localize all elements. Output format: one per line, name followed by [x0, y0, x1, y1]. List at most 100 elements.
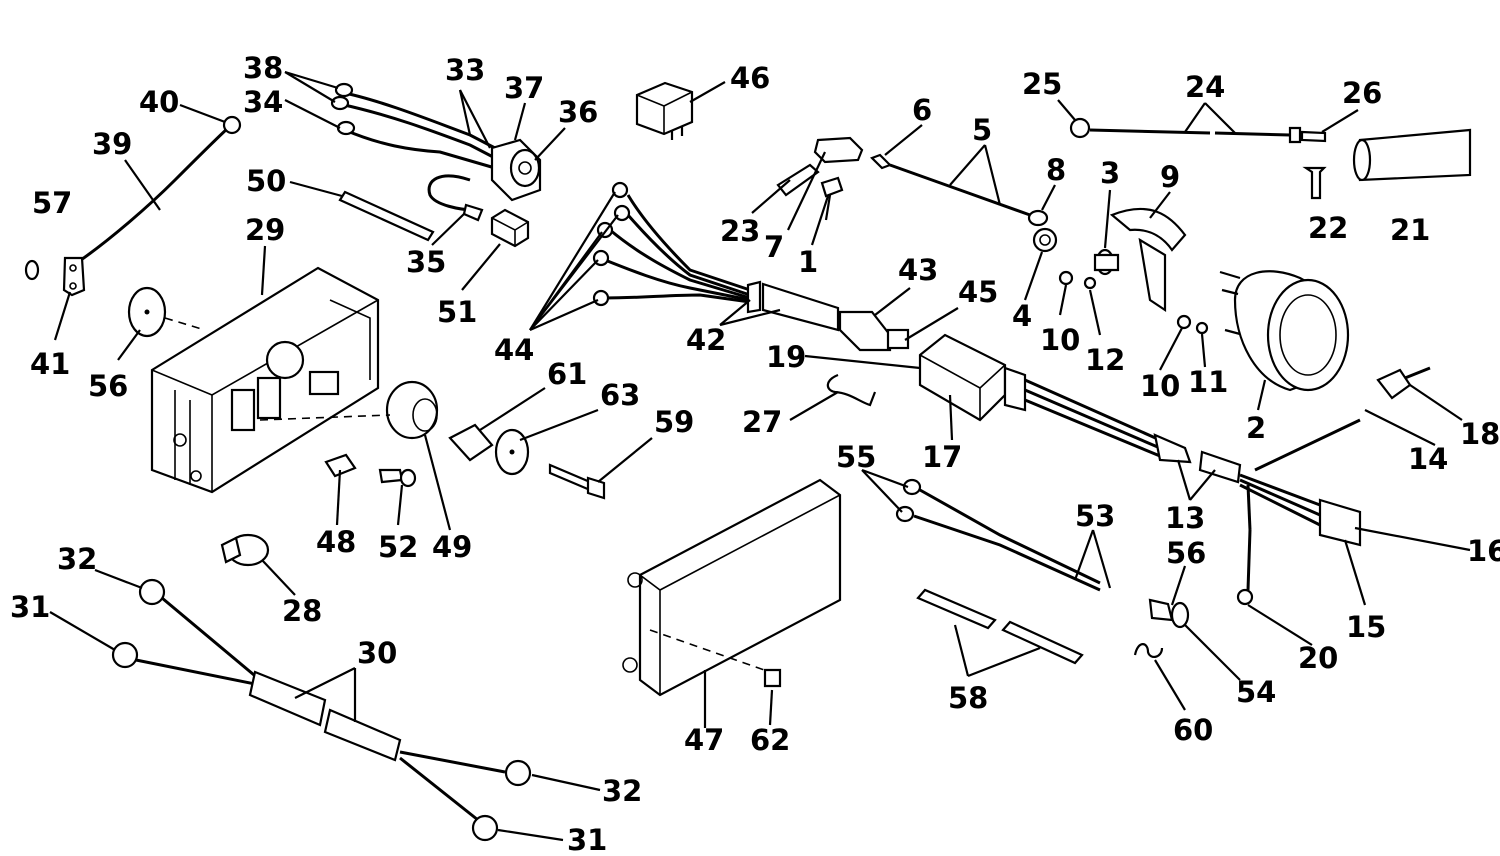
leader-lines [49, 70, 1471, 842]
callout-10-top: 10 [1040, 323, 1080, 357]
callout-labels: 1 2 3 4 5 6 7 8 9 10 10 11 12 13 14 15 1… [10, 51, 1500, 856]
part-56-disc [127, 286, 206, 338]
part-61-sleeve [448, 423, 494, 462]
callout-59: 59 [654, 405, 694, 439]
callout-54: 54 [1236, 675, 1276, 709]
callout-5: 5 [972, 113, 992, 147]
callout-53: 53 [1075, 499, 1115, 533]
part-42-harness [592, 181, 840, 332]
part-7-plug [776, 136, 864, 221]
callout-12: 12 [1085, 343, 1125, 377]
callout-35: 35 [406, 245, 446, 279]
callout-8: 8 [1046, 153, 1066, 187]
callout-11: 11 [1188, 365, 1228, 399]
callout-19: 19 [766, 340, 806, 374]
part-9-bracket [1032, 207, 1187, 313]
callout-50: 50 [246, 164, 286, 198]
callout-29: 29 [245, 213, 285, 247]
part-27-clip [826, 373, 877, 407]
callout-44: 44 [494, 333, 534, 367]
callout-47: 47 [684, 723, 724, 757]
callout-32-right: 32 [602, 774, 642, 808]
callout-46: 46 [730, 61, 770, 95]
part-58-tubes [916, 588, 1084, 665]
callout-41: 41 [30, 347, 70, 381]
callout-39: 39 [92, 127, 132, 161]
part-29-control-box [150, 266, 380, 494]
part-36-connector [330, 82, 542, 222]
callout-40: 40 [139, 85, 179, 119]
callout-7: 7 [764, 230, 784, 264]
callout-55: 55 [836, 440, 876, 474]
part-51-block [490, 208, 530, 248]
callout-21: 21 [1390, 213, 1430, 247]
callout-28: 28 [282, 594, 322, 628]
callout-49: 49 [432, 530, 472, 564]
callout-36: 36 [558, 95, 598, 129]
callout-26: 26 [1342, 76, 1382, 110]
callout-63: 63 [600, 378, 640, 412]
part-10-washers [1058, 270, 1209, 335]
callout-2: 2 [1246, 411, 1266, 445]
callout-25: 25 [1022, 67, 1062, 101]
part-59-bolt [548, 463, 606, 500]
part-50-rod [338, 190, 435, 242]
callout-45: 45 [958, 275, 998, 309]
callout-31-right: 31 [567, 823, 607, 856]
callout-30: 30 [357, 636, 397, 670]
part-24-wire [1069, 117, 1472, 200]
callout-61: 61 [547, 357, 587, 391]
callout-51: 51 [437, 295, 477, 329]
callout-24: 24 [1185, 70, 1225, 104]
part-49-grommet [259, 380, 439, 440]
callout-43: 43 [898, 253, 938, 287]
part-60-clip [1133, 643, 1164, 658]
callout-56-left: 56 [88, 369, 128, 403]
callout-13: 13 [1165, 501, 1205, 535]
callout-20: 20 [1298, 641, 1338, 675]
callout-23: 23 [720, 214, 760, 248]
callout-62: 62 [750, 723, 790, 757]
callout-3: 3 [1100, 156, 1120, 190]
callout-31-left: 31 [10, 590, 50, 624]
part-47-module [622, 478, 842, 697]
callout-4: 4 [1012, 299, 1032, 333]
part-17-harness [918, 333, 1362, 606]
part-57-ring [24, 259, 40, 281]
part-5-wire [870, 153, 1049, 227]
part-30-battery-cable [111, 578, 532, 842]
callout-9: 9 [1160, 160, 1180, 194]
callout-10-bottom: 10 [1140, 369, 1180, 403]
callout-37: 37 [504, 71, 544, 105]
callout-15: 15 [1346, 610, 1386, 644]
callout-22: 22 [1308, 211, 1348, 245]
part-63-washer [494, 428, 530, 476]
callout-14: 14 [1408, 442, 1448, 476]
part-43-switch [838, 310, 910, 352]
callout-18: 18 [1460, 417, 1500, 451]
part-46-relay [635, 81, 694, 140]
callout-1: 1 [798, 245, 818, 279]
callout-48: 48 [316, 525, 356, 559]
callout-17: 17 [922, 440, 962, 474]
callout-56-right: 56 [1166, 536, 1206, 570]
callout-16: 16 [1467, 534, 1500, 568]
callout-34: 34 [243, 85, 283, 119]
callout-6: 6 [912, 93, 932, 127]
callout-32-left: 32 [57, 542, 97, 576]
callout-33: 33 [445, 53, 485, 87]
part-2-gauge [1219, 270, 1350, 392]
part-52-screw [378, 468, 417, 488]
part-39-ground-wire [62, 115, 242, 297]
part-28-clamp [220, 533, 270, 567]
callout-52: 52 [378, 530, 418, 564]
callout-38: 38 [243, 51, 283, 85]
callout-57: 57 [32, 186, 72, 220]
callout-27: 27 [742, 405, 782, 439]
callout-58: 58 [948, 681, 988, 715]
callout-42: 42 [686, 323, 726, 357]
part-48-clip [324, 453, 357, 478]
callout-60: 60 [1173, 713, 1213, 747]
